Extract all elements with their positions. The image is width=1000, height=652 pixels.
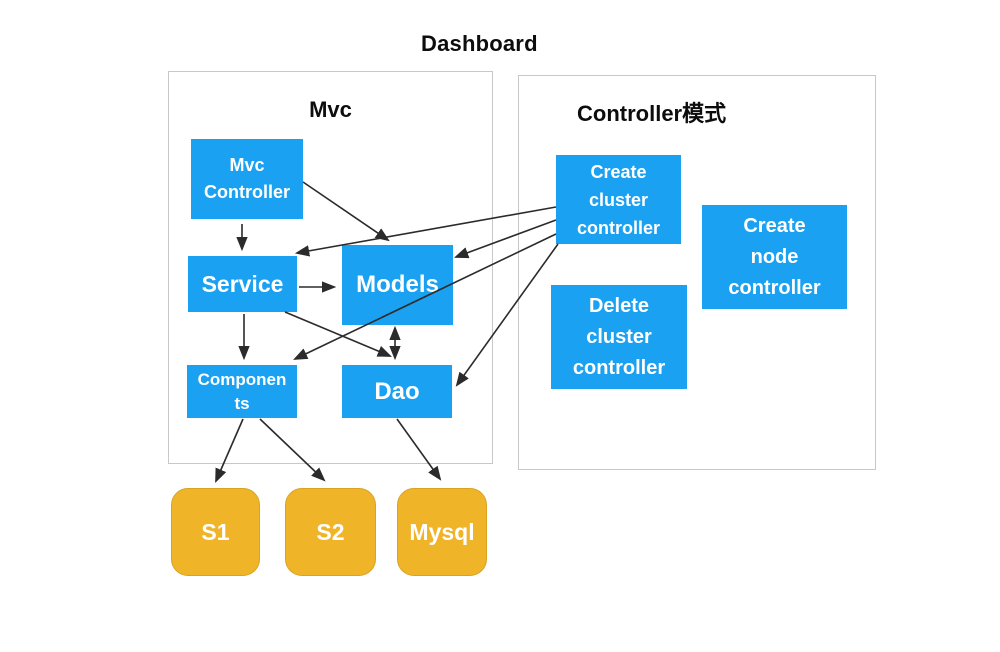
- mvc-container-title: Mvc: [309, 97, 352, 122]
- node-dao: Dao: [342, 365, 452, 418]
- node-create-cluster-controller: Create cluster controller: [556, 155, 681, 244]
- node-s1: S1: [171, 488, 260, 576]
- node-mvc-controller: Mvc Controller: [191, 139, 303, 219]
- node-components: Componen ts: [187, 365, 297, 418]
- node-create-node-controller: Create node controller: [702, 205, 847, 309]
- node-delete-cluster-controller: Delete cluster controller: [551, 285, 687, 389]
- controller-container-title: Controller模式: [577, 101, 727, 126]
- node-mysql: Mysql: [397, 488, 487, 576]
- node-service: Service: [188, 256, 297, 312]
- page-title: Dashboard: [421, 31, 538, 56]
- node-models: Models: [342, 245, 453, 325]
- node-s2: S2: [285, 488, 376, 576]
